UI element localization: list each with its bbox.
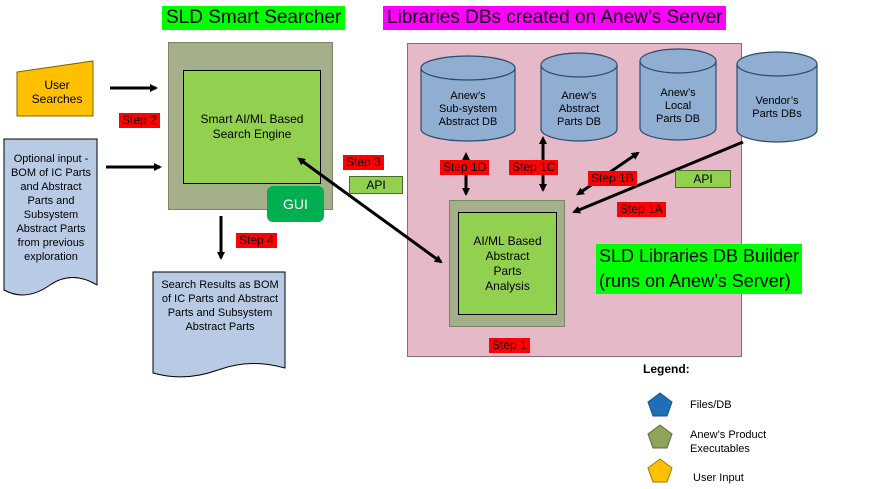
legend-pentagon-olive <box>647 424 673 449</box>
step-1d-label: Step 1D <box>440 160 490 175</box>
user-searches-label: User Searches <box>31 78 83 106</box>
db-label-3-text: Anew’s Local Parts DB <box>655 87 700 125</box>
searcher-title: SLD Smart Searcher <box>162 6 346 30</box>
step-1-label: Step 1 <box>489 338 530 353</box>
api-label-server: API <box>675 170 731 188</box>
search-results-document <box>152 271 286 378</box>
legend-pentagon-yellow <box>647 458 673 483</box>
step-3-label: Step 3 <box>343 155 384 170</box>
db-label-2-text: Anew’s Abstract Parts DB <box>556 90 601 128</box>
legend-label-files: Files/DB <box>690 399 732 411</box>
db-cylinder-4 <box>736 51 818 143</box>
db-cylinder-2 <box>540 52 618 142</box>
search-results-label: Search Results as BOM of IC Parts and Ab… <box>161 279 279 333</box>
db-cylinder-3 <box>639 48 717 141</box>
step-1b-label: Step 1B <box>588 171 637 186</box>
user-searches-shape <box>16 60 94 117</box>
search-engine-box: Smart AI/ML Based Search Engine <box>183 70 321 184</box>
step-4-label: Step 4 <box>236 233 277 248</box>
db-cylinder-1 <box>420 55 516 142</box>
arrow-engine-analysis <box>297 157 443 264</box>
db-label-1-text: Anew’s Sub-system Abstract DB <box>438 90 498 128</box>
legend-label-user-input: User Input <box>693 472 744 484</box>
db-label-1: Anew’s Sub-system Abstract DB <box>421 90 515 129</box>
libraries-title: Libraries DBs created on Anew’s Server <box>383 6 727 30</box>
db-label-4-text: Vendor’s Parts DBs <box>752 95 802 120</box>
arrow-step1a <box>572 140 744 214</box>
api-label-searcher: API <box>349 176 403 194</box>
db-label-4: Vendor’s Parts DBs <box>737 95 817 121</box>
step-1c-label: Step 1C <box>509 160 559 175</box>
step-2-label: Step 2 <box>119 113 160 128</box>
analysis-box: AI/ML Based Abstract Parts Analysis <box>458 212 557 315</box>
legend-pentagon-blue <box>647 392 673 417</box>
builder-label: SLD Libraries DB Builder (runs on Anew’s… <box>596 244 803 294</box>
db-label-3: Anew’s Local Parts DB <box>640 87 716 126</box>
optional-input-document <box>3 138 98 296</box>
db-label-2: Anew’s Abstract Parts DB <box>541 90 617 129</box>
optional-input-label: Optional input - BOM of IC Parts and Abs… <box>10 153 92 263</box>
legend-title: Legend: <box>643 362 690 376</box>
step-1a-label: Step 1A <box>617 202 666 217</box>
legend-label-executables: Anew’s Product Executables <box>690 429 767 455</box>
